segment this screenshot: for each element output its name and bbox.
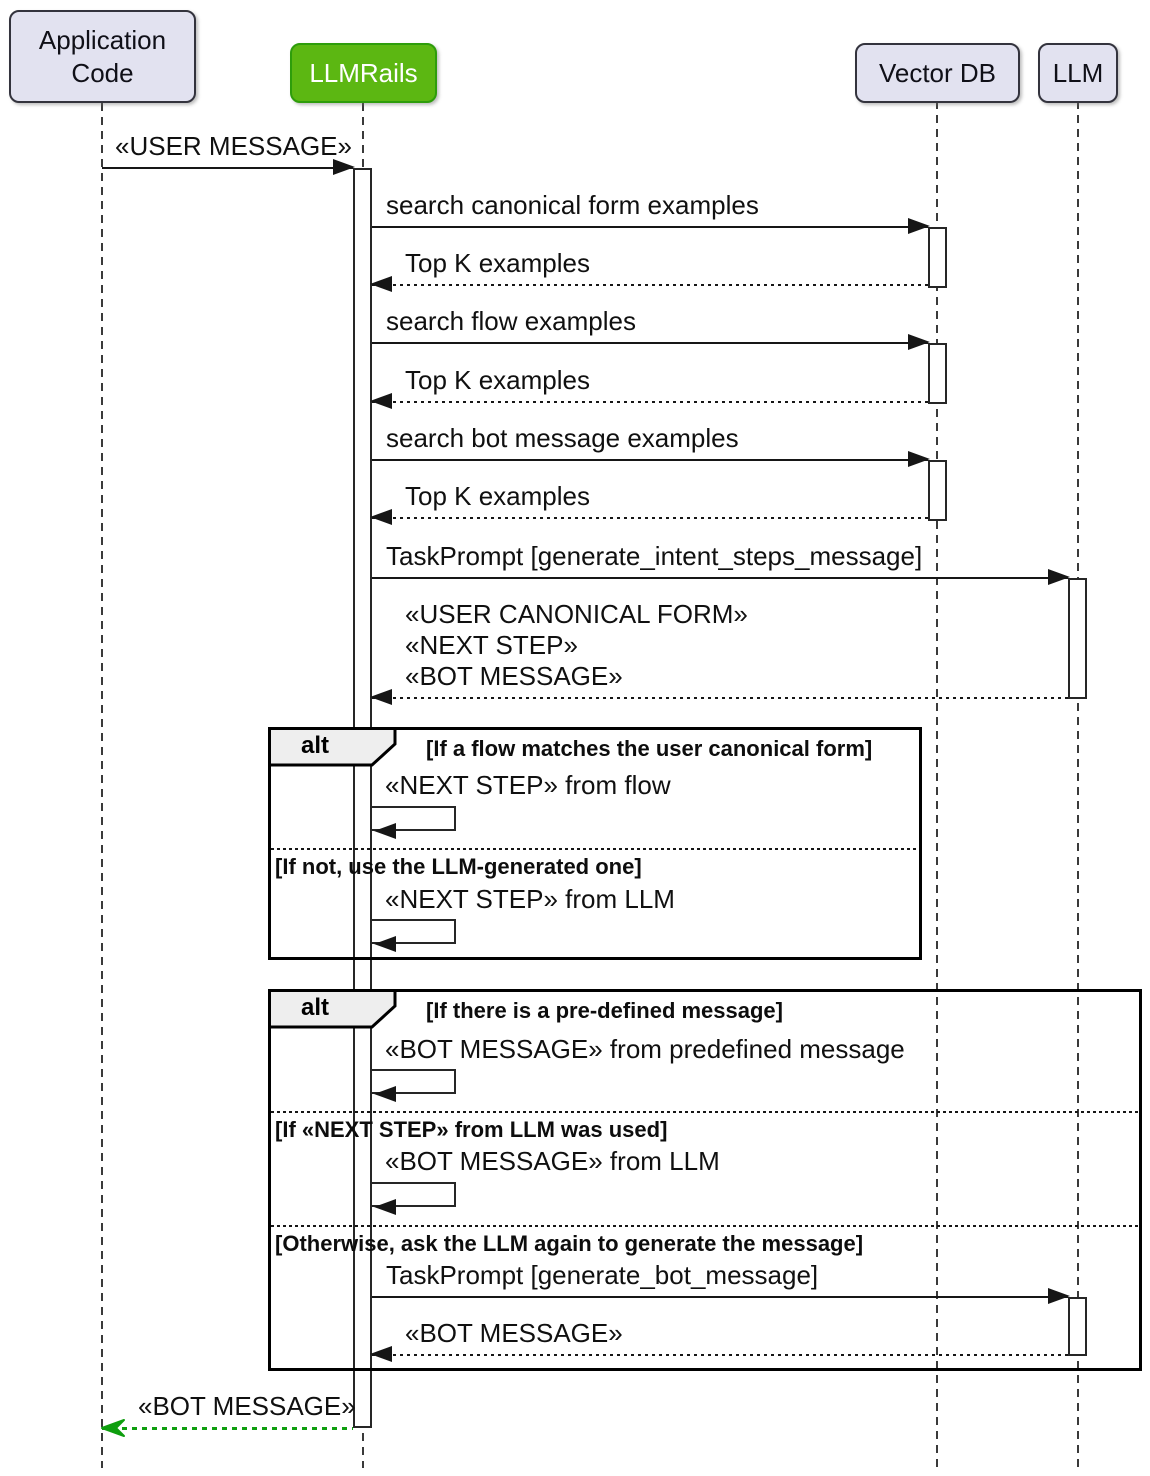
arrow-line [372, 342, 928, 344]
participant-llm: LLM [1038, 43, 1118, 103]
arrowhead-left-icon [370, 393, 392, 409]
message-label: TaskPrompt [generate_bot_message] [386, 1260, 819, 1290]
message-label: «USER CANONICAL FORM» «NEXT STEP» «BOT M… [405, 599, 748, 692]
arrow-line [372, 577, 1068, 579]
participant-llmrails: LLMRails [290, 43, 437, 103]
activation-vector-db-2 [928, 343, 947, 404]
participant-label: Application Code [38, 24, 167, 88]
message-label: search bot message examples [386, 423, 739, 453]
message-label: «BOT MESSAGE» [405, 1318, 623, 1348]
arrowhead-right-icon [333, 159, 355, 175]
arrowhead-right-icon [908, 451, 930, 467]
message-label: «NEXT STEP» from LLM [385, 884, 675, 914]
self-arrow-loop [372, 1182, 456, 1215]
arrow-line [372, 697, 1068, 699]
arrowhead-left-icon [370, 276, 392, 292]
message-label: Top K examples [405, 481, 590, 511]
message-label: «BOT MESSAGE» from predefined message [385, 1034, 905, 1064]
guard-predefined-message: [If there is a pre-defined message] [426, 998, 783, 1023]
return-line-1: «USER CANONICAL FORM» [405, 599, 748, 629]
arrowhead-right-icon [908, 334, 930, 350]
lifeline-llm [1077, 101, 1079, 1468]
arrow-line [372, 459, 928, 461]
arrowhead-left-icon [370, 1346, 392, 1362]
arrow-line [102, 1427, 353, 1430]
participant-application-code: Application Code [9, 10, 196, 103]
alt-frame-2: alt [If there is a pre-defined message] … [268, 989, 1142, 1371]
alt-header-pentagon [268, 989, 397, 1029]
self-arrow-loop [372, 1069, 456, 1102]
message-label: TaskPrompt [generate_intent_steps_messag… [386, 541, 923, 571]
activation-llm-2 [1068, 1297, 1087, 1356]
participant-label: LLMRails [309, 57, 418, 88]
activation-vector-db-1 [928, 227, 947, 288]
return-line-3: «BOT MESSAGE» [405, 661, 623, 691]
arrow-line [372, 284, 928, 286]
activation-llm-1 [1068, 578, 1087, 699]
arrow-line [102, 167, 353, 169]
message-label: search canonical form examples [386, 190, 759, 220]
activation-vector-db-3 [928, 460, 947, 521]
arrowhead-left-icon [370, 689, 392, 705]
message-label: «USER MESSAGE» [115, 131, 352, 161]
guard-next-step-from-llm-used: [If «NEXT STEP» from LLM was used] [275, 1117, 668, 1142]
guard-flow-matches: [If a flow matches the user canonical fo… [426, 736, 873, 761]
alt-header-pentagon [268, 727, 397, 767]
alt-keyword: alt [301, 732, 330, 759]
arrowhead-left-icon [374, 1199, 396, 1215]
alt-frame-1: alt [If a flow matches the user canonica… [268, 727, 922, 960]
arrowhead-right-icon [1048, 569, 1070, 585]
message-label: «NEXT STEP» from flow [385, 770, 671, 800]
return-line-2: «NEXT STEP» [405, 630, 578, 660]
alt-keyword: alt [301, 994, 330, 1021]
message-label: Top K examples [405, 248, 590, 278]
alt-divider [271, 848, 919, 850]
guard-if-not-llm-generated: [If not, use the LLM-generated one] [275, 854, 642, 879]
message-label: «BOT MESSAGE» from LLM [385, 1146, 720, 1176]
self-arrow-loop [372, 806, 456, 839]
arrowhead-left-icon [374, 823, 396, 839]
arrow-line [372, 401, 928, 403]
message-label: Top K examples [405, 365, 590, 395]
arrowhead-left-icon [374, 936, 396, 952]
activation-llmrails [353, 168, 372, 1428]
alt-divider [271, 1225, 1139, 1227]
self-arrow-loop [372, 919, 456, 952]
lifeline-vector-db [936, 101, 938, 1468]
message-label: «BOT MESSAGE» [138, 1391, 356, 1421]
participant-vector-db: Vector DB [855, 43, 1020, 103]
arrowhead-right-icon [908, 218, 930, 234]
arrow-line [372, 226, 928, 228]
arrow-line [372, 1354, 1068, 1356]
arrowhead-green-vee-icon [101, 1419, 125, 1437]
participant-label: LLM [1052, 57, 1104, 88]
message-label: search flow examples [386, 306, 636, 336]
arrowhead-right-icon [1048, 1288, 1070, 1304]
participant-label: Vector DB [878, 57, 997, 88]
arrow-line [372, 1296, 1068, 1298]
lifeline-application-code [101, 103, 103, 1468]
alt-divider [271, 1111, 1139, 1113]
arrowhead-left-icon [374, 1086, 396, 1102]
arrowhead-left-icon [370, 509, 392, 525]
arrow-line [372, 517, 928, 519]
guard-otherwise-ask-llm: [Otherwise, ask the LLM again to generat… [275, 1231, 864, 1256]
